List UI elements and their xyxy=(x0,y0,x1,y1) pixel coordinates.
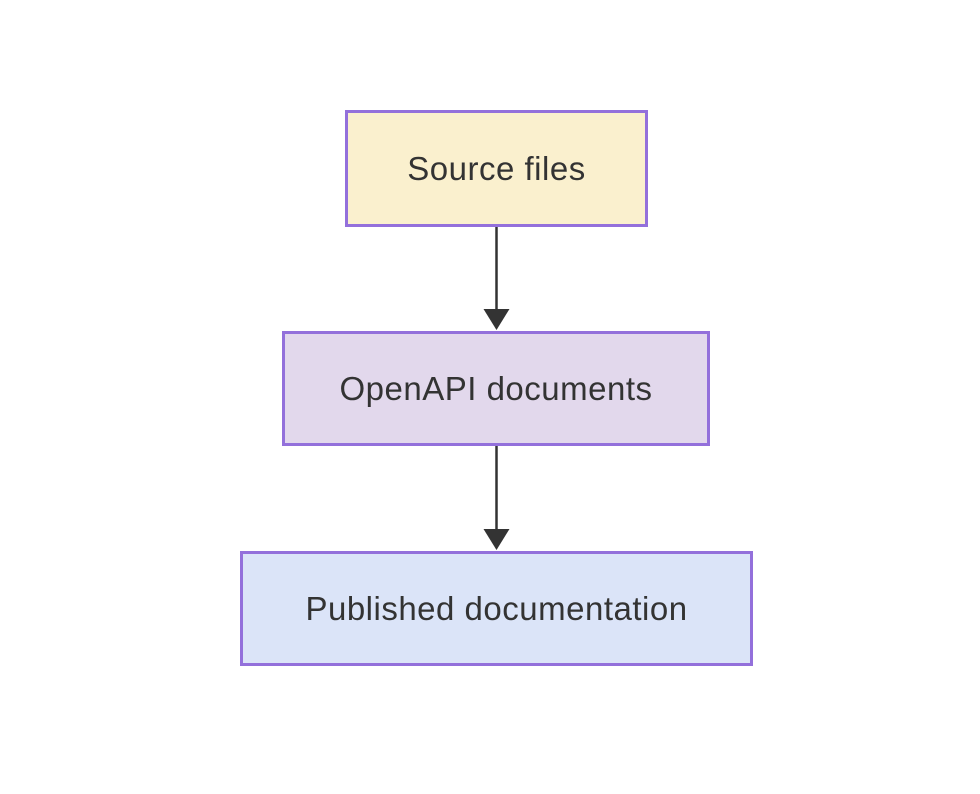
node-source-files: Source files xyxy=(345,110,648,227)
edge-openapi-to-published xyxy=(483,446,510,550)
node-label: Published documentation xyxy=(305,589,688,627)
arrow-head-down-icon xyxy=(483,529,510,550)
node-published-documentation: Published documentation xyxy=(240,551,753,666)
node-label: Source files xyxy=(407,149,586,187)
node-label: OpenAPI documents xyxy=(339,369,653,407)
node-openapi-documents: OpenAPI documents xyxy=(282,331,710,446)
edge-source-to-openapi xyxy=(483,227,510,330)
arrow-head-down-icon xyxy=(483,309,510,330)
